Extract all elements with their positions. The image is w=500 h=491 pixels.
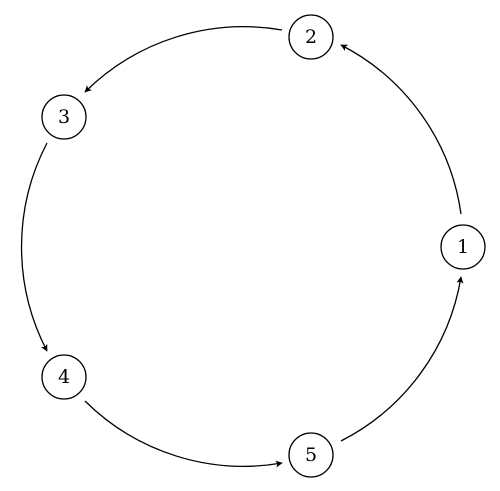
node-1-label: 1	[457, 236, 469, 258]
edge-1-to-2	[340, 44, 462, 215]
node-5: 5	[288, 432, 334, 478]
edge-4-to-5	[84, 400, 283, 468]
node-2: 2	[288, 14, 334, 60]
node-3-circle	[41, 94, 87, 140]
node-4-label: 4	[58, 366, 70, 388]
node-4-circle	[41, 354, 87, 400]
node-5-circle	[288, 432, 334, 478]
node-3-label: 3	[58, 106, 70, 128]
node-3: 3	[41, 94, 87, 140]
node-2-label: 2	[305, 26, 317, 48]
node-1: 1	[440, 224, 486, 270]
node-5-label: 5	[305, 444, 317, 466]
node-1-circle	[440, 224, 486, 270]
edge-3-to-4	[20, 142, 48, 352]
edge-2-to-3	[84, 26, 283, 93]
node-2-circle	[288, 14, 334, 60]
node-4: 4	[41, 354, 87, 400]
edge-5-to-1	[340, 276, 464, 442]
